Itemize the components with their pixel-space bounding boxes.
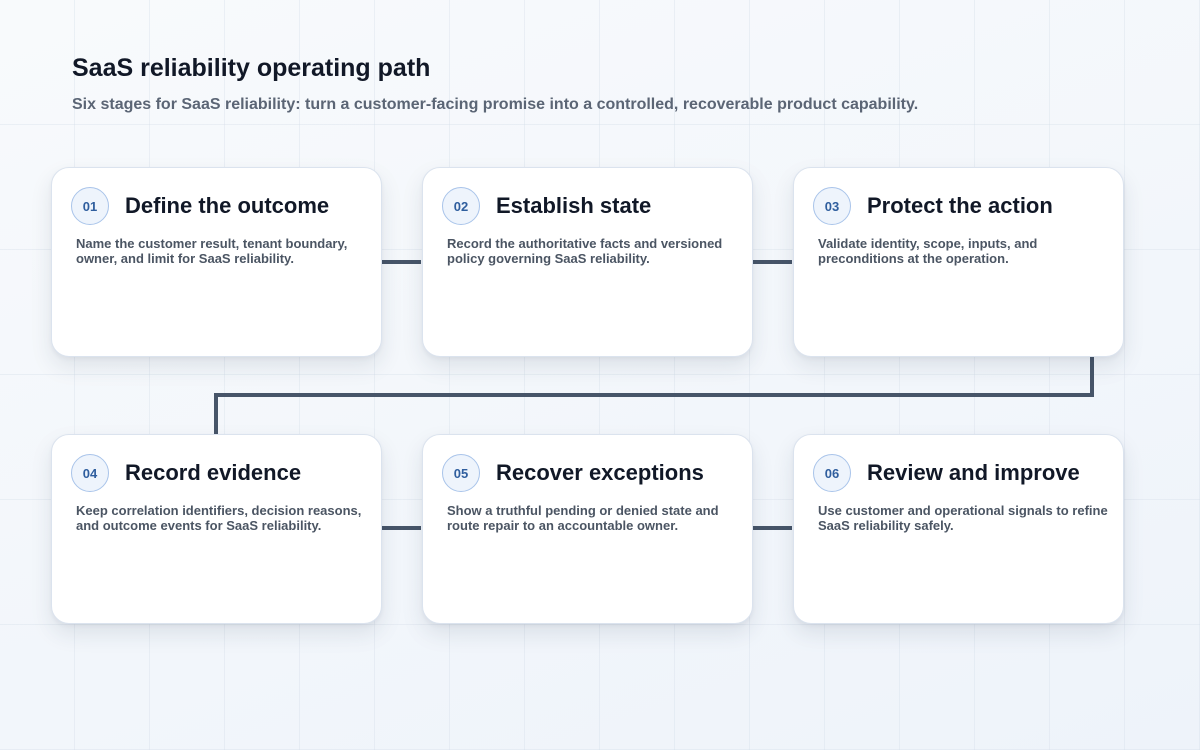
stage-number-badge: 03: [813, 187, 851, 225]
stage-title: Recover exceptions: [496, 460, 704, 485]
header: SaaS reliability operating path Six stag…: [72, 52, 932, 117]
stage-card-03: 03 Protect the action Validate identity,…: [793, 167, 1124, 357]
stage-number-badge: 04: [71, 454, 109, 492]
stage-title: Define the outcome: [125, 193, 330, 218]
stage-number-badge: 05: [442, 454, 480, 492]
stage-description: Record the authoritative facts and versi…: [447, 236, 723, 266]
stage-card-05: 05 Recover exceptions Show a truthful pe…: [422, 434, 753, 624]
stage-card-06: 06 Review and improve Use customer and o…: [793, 434, 1124, 624]
stage-number-badge: 02: [442, 187, 480, 225]
stage-card-02: 02 Establish state Record the authoritat…: [422, 167, 753, 357]
connector-03-04: [214, 357, 1094, 434]
stage-number-badge: 01: [71, 187, 109, 225]
stage-number-badge: 06: [813, 454, 851, 492]
stage-card-04: 04 Record evidence Keep correlation iden…: [51, 434, 382, 624]
stage-title: Protect the action: [867, 193, 1053, 218]
stage-description: Name the customer result, tenant boundar…: [76, 236, 348, 266]
page-subtitle: Six stages for SaaS reliability: turn a …: [72, 96, 919, 113]
stage-description: Validate identity, scope, inputs, and pr…: [818, 236, 1038, 266]
stage-title: Record evidence: [125, 460, 302, 485]
stage-title: Review and improve: [867, 460, 1080, 485]
page-title: SaaS reliability operating path: [72, 54, 431, 82]
stage-description: Use customer and operational signals to …: [818, 503, 1108, 533]
stage-title: Establish state: [496, 193, 652, 218]
stage-card-01: 01 Define the outcome Name the customer …: [51, 167, 382, 357]
stage-description: Show a truthful pending or denied state …: [447, 503, 719, 533]
stage-description: Keep correlation identifiers, decision r…: [76, 503, 362, 533]
